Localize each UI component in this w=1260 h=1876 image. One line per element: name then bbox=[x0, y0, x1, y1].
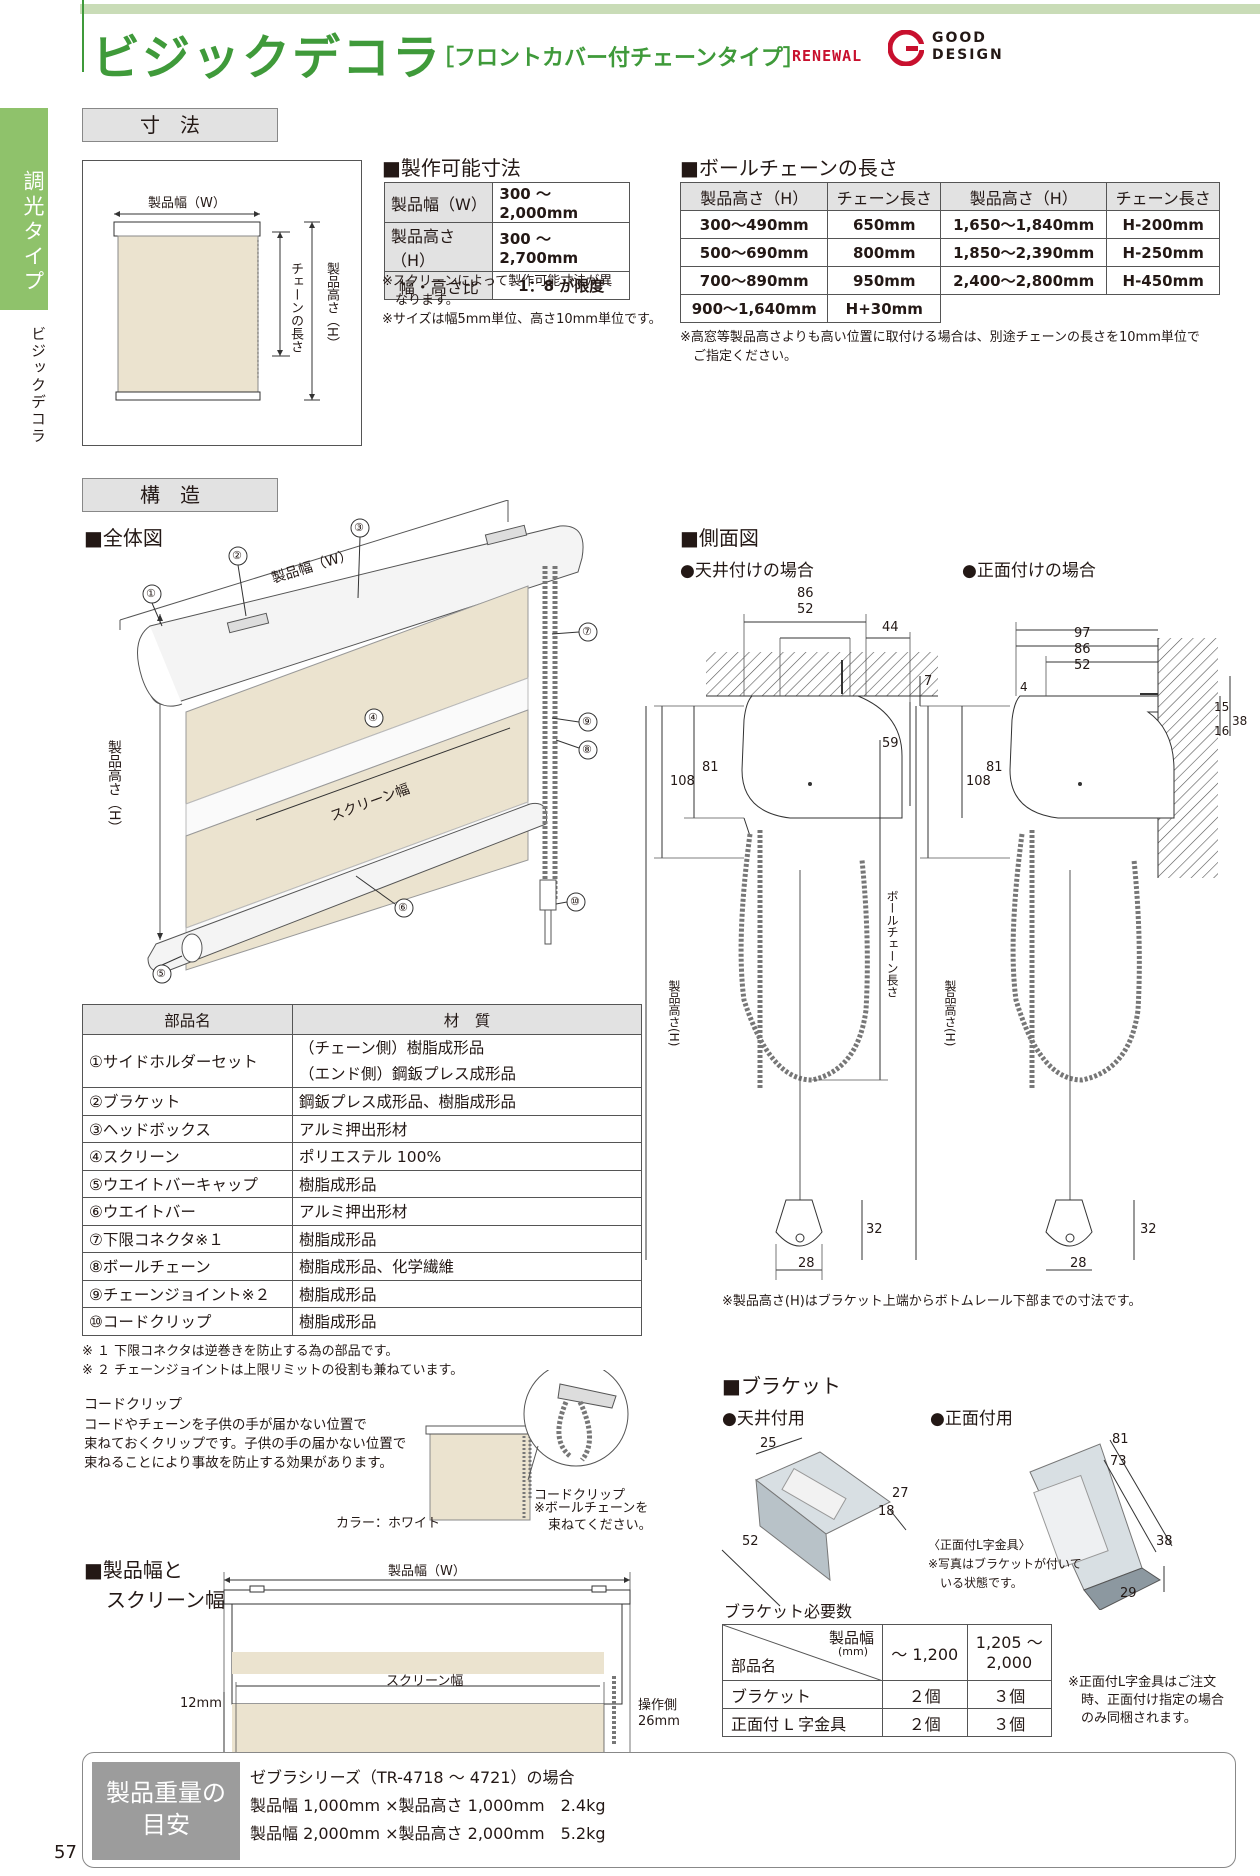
good-design-text: GOOD DESIGN bbox=[932, 30, 1004, 63]
callout-1: ① bbox=[146, 587, 156, 600]
cord-clip-note: ※ボールチェーンを 束ねてください。 bbox=[534, 1501, 652, 1533]
weight-details: ゼブラシリーズ（TR-4718 ～ 4721）の場合 製品幅 1,000mm ×… bbox=[250, 1768, 606, 1843]
cord-clip-illustration bbox=[425, 1370, 629, 1521]
dim-52-front: 52 bbox=[1074, 658, 1091, 673]
width-screen-diagram bbox=[223, 1572, 631, 1752]
dim-16-front: 16 bbox=[1214, 724, 1230, 738]
page-title: ビジックデコラ bbox=[92, 30, 443, 86]
callout-8: ⑧ bbox=[582, 743, 592, 756]
weight-label: 製品重量の 目安 bbox=[92, 1762, 240, 1860]
page-subtitle: ［フロントカバー付チェーンタイプ］ bbox=[432, 46, 805, 71]
overview-heading: ■全体図 bbox=[84, 526, 163, 550]
section-label-structure: 構造 bbox=[82, 478, 278, 512]
parts-notes: ※ １ 下限コネクタは逆巻きを防止する為の部品です。 ※ ２ チェーンジョイント… bbox=[82, 1344, 464, 1378]
diagram-height-label: 製品高さ（H） bbox=[324, 262, 339, 350]
chain-heading: ■ボールチェーンの長さ bbox=[680, 156, 898, 180]
category-tab: 調光タイプ bbox=[0, 108, 48, 310]
dim-81-front: 81 bbox=[986, 760, 1003, 775]
callout-3: ③ bbox=[354, 521, 364, 534]
header-divider bbox=[82, 0, 84, 72]
dim-38-front: 38 bbox=[1232, 714, 1248, 728]
dim-52-ceiling: 52 bbox=[797, 602, 814, 617]
dim-7-ceiling: 7 bbox=[924, 674, 933, 689]
bracket-dim-73: 73 bbox=[1110, 1454, 1127, 1469]
side-heading: ■側面図 bbox=[680, 526, 759, 550]
side-product-label: ビジックデコラ bbox=[29, 326, 47, 445]
dim-15-front: 15 bbox=[1214, 700, 1230, 714]
bracket-heading: ■ブラケット bbox=[722, 1374, 841, 1398]
dim-81-ceiling: 81 bbox=[702, 760, 719, 775]
dim-32-front: 32 bbox=[1140, 1222, 1157, 1237]
overview-diagram bbox=[119, 500, 598, 984]
bracket-dim-27: 27 bbox=[892, 1486, 909, 1501]
dim-4-front: 4 bbox=[1020, 680, 1028, 694]
renewal-badge: RENEWAL bbox=[792, 47, 863, 65]
production-notes: ※スクリーンによって製作可能寸法が異 なります。 ※サイズは幅5mm単位、高さ1… bbox=[382, 274, 662, 327]
chain-notes: ※高窓等製品高さよりも高い位置に取付ける場合は、別途チェーンの長さを10mm単位… bbox=[680, 330, 1200, 364]
ceiling-height-label: 製品高さ(H) bbox=[667, 980, 681, 1047]
dim-108-ceiling: 108 bbox=[670, 774, 695, 789]
bracket-dim-38: 38 bbox=[1156, 1534, 1173, 1549]
production-heading: ■製作可能寸法 bbox=[382, 156, 521, 180]
left-dim: 12mm bbox=[180, 1696, 222, 1711]
cord-clip-title: コードクリップ bbox=[84, 1397, 182, 1413]
screen-label: スクリーン幅 bbox=[386, 1674, 464, 1689]
cord-clip-color: カラー：ホワイト bbox=[336, 1516, 441, 1531]
dim-86-ceiling: 86 bbox=[797, 586, 814, 601]
section-label-dimensions: 寸法 bbox=[82, 108, 278, 142]
bracket-front-notes: 〈正面付L字金具〉 ※写真はブラケットが付いて いる状態です。 bbox=[928, 1538, 1082, 1590]
page-number: 57 bbox=[54, 1842, 77, 1863]
dim-97-front: 97 bbox=[1074, 626, 1091, 641]
bracket-required-title: ブラケット必要数 bbox=[724, 1602, 853, 1621]
cord-clip-desc: コードやチェーンを子供の手が届かない位置で 束ねておくクリップです。子供の手の届… bbox=[84, 1417, 407, 1471]
right-dim: 操作側 26mm bbox=[638, 1698, 680, 1729]
callout-5: ⑤ bbox=[156, 967, 166, 980]
front-height-label: 製品高さ(H) bbox=[943, 980, 957, 1047]
dim-32-ceiling: 32 bbox=[866, 1222, 883, 1237]
callout-6: ⑥ bbox=[398, 901, 408, 914]
dim-44-ceiling: 44 bbox=[882, 620, 899, 635]
diagram-chain-label: チェーンの長さ bbox=[288, 262, 303, 353]
ceiling-mount-label: ●天井付けの場合 bbox=[680, 561, 814, 581]
bracket-ceiling-label: ●天井付用 bbox=[722, 1409, 805, 1429]
bracket-illustration bbox=[721, 1437, 1173, 1610]
callout-9: ⑨ bbox=[582, 715, 592, 728]
width-screen-heading-1: ■製品幅と bbox=[84, 1558, 183, 1582]
header-band bbox=[80, 4, 1260, 14]
dim-59-ceiling: 59 bbox=[882, 736, 899, 751]
side-view-note: ※製品高さ(H)はブラケット上端からボトムレール下部までの寸法です。 bbox=[722, 1294, 1142, 1309]
callout-7: ⑦ bbox=[582, 625, 592, 638]
callout-10: ⑩ bbox=[570, 895, 580, 908]
width-label: 製品幅（W） bbox=[388, 1564, 466, 1579]
bracket-dim-25: 25 bbox=[760, 1436, 777, 1451]
bracket-dim-18: 18 bbox=[878, 1504, 895, 1519]
overview-height-label: 製品高さ（H） bbox=[106, 740, 122, 835]
diagram-width-label: 製品幅（W） bbox=[148, 196, 226, 211]
bracket-dim-52: 52 bbox=[742, 1534, 759, 1549]
production-table: 製品幅（W）300 ～ 2,000mm 製品高さ（H）300 ～ 2,700mm… bbox=[383, 182, 630, 300]
dim-28-front: 28 bbox=[1070, 1256, 1087, 1271]
front-mount-label: ●正面付けの場合 bbox=[962, 561, 1096, 581]
weight-box bbox=[82, 1752, 1236, 1868]
dim-28-ceiling: 28 bbox=[798, 1256, 815, 1271]
dim-86-front: 86 bbox=[1074, 642, 1091, 657]
dimension-diagram bbox=[82, 160, 362, 446]
dim-108-front: 108 bbox=[966, 774, 991, 789]
bracket-dim-29: 29 bbox=[1120, 1586, 1137, 1601]
parts-table: 部品名材 質 ①サイドホルダーセット（チェーン側）樹脂成形品（エンド側）鋼鈑プレ… bbox=[82, 1004, 642, 1336]
callout-4: ④ bbox=[368, 711, 378, 724]
cord-clip-label: コードクリップ bbox=[534, 1488, 626, 1503]
bracket-table-notes: ※正面付L字金具はご注文 時、正面付け指定の場合 のみ同梱されます。 bbox=[1068, 1675, 1225, 1726]
good-design-logo-icon bbox=[888, 30, 924, 66]
width-screen-heading-2: スクリーン幅 bbox=[106, 1588, 225, 1612]
bracket-front-label: ●正面付用 bbox=[930, 1409, 1013, 1429]
side-view-diagram bbox=[645, 614, 1231, 1280]
ceiling-chain-label: ボールチェーン長さ bbox=[885, 890, 899, 998]
table-diagonal bbox=[723, 1625, 883, 1681]
bracket-dim-81: 81 bbox=[1112, 1432, 1129, 1447]
callout-2: ② bbox=[232, 549, 242, 562]
